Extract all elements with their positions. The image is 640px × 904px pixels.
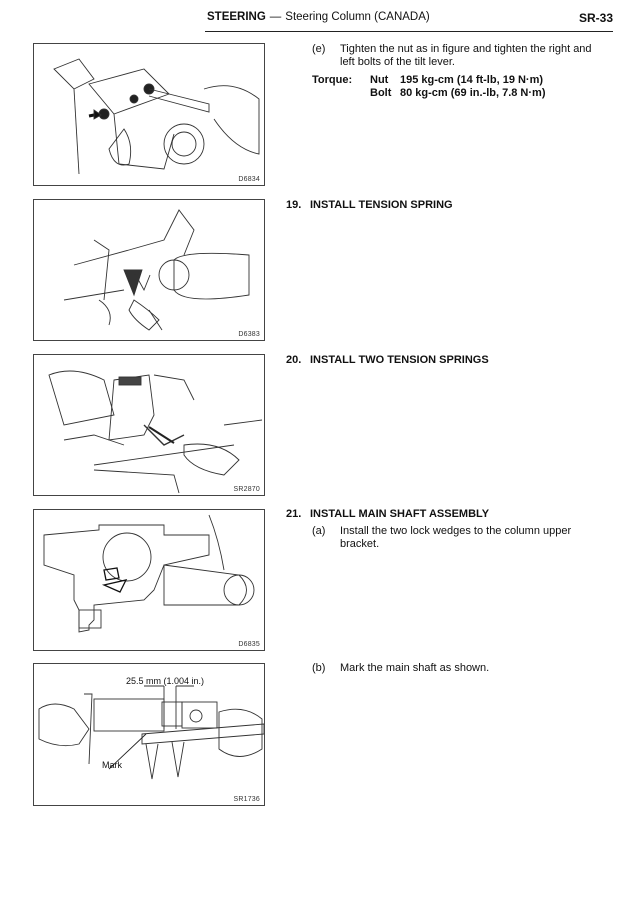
step-number: 20. (286, 354, 302, 366)
figure-tension-spring: D6383 (33, 199, 265, 341)
step-number: 19. (286, 199, 302, 211)
section-title: STEERING (207, 11, 266, 23)
figure-code: SR1736 (233, 796, 260, 803)
step-20: 20. INSTALL TWO TENSION SPRINGS (286, 353, 489, 367)
torque-part: Nut (370, 74, 389, 86)
dimension-label: 25.5 mm (1.004 in.) (126, 676, 205, 686)
figure-code: D6383 (238, 331, 260, 338)
step-title: INSTALL TENSION SPRING (310, 199, 453, 211)
figure-main-shaft-mark: 25.5 mm (1.004 in.) Mark SR1736 (33, 663, 265, 806)
step-letter: (a) (312, 525, 326, 537)
tilt-lever-nut-wrench-icon (53, 58, 260, 175)
step-21b: (b) Mark the main shaft as shown. (312, 662, 612, 678)
step-21a-line2: bracket. (340, 538, 380, 550)
step-e-line2: left bolts of the tilt lever. (340, 56, 455, 68)
figure-two-tension-springs: SR2870 (33, 354, 265, 496)
subsection-title: Steering Column (CANADA) (285, 11, 430, 23)
torque-value: 195 kg-cm (14 ft-lb, 19 N·m) (400, 74, 544, 86)
lock-wedges-column-bracket-icon (43, 514, 255, 633)
header-separator: — (269, 11, 282, 23)
torque-value: 80 kg-cm (69 in.-lb, 7.8 N·m) (400, 87, 546, 99)
torque-row-nut: Nut 195 kg-cm (14 ft-lb, 19 N·m) (370, 74, 543, 87)
step-e: (e) Tighten the nut as in figure and tig… (312, 43, 612, 73)
torque-row-bolt: Bolt 80 kg-cm (69 in.-lb, 7.8 N·m) (370, 87, 545, 100)
mark-label: Mark (102, 760, 122, 770)
step-title: INSTALL TWO TENSION SPRINGS (310, 354, 489, 366)
page-header: STEERING—Steering Column (CANADA) SR-33 (205, 11, 613, 32)
torque-part: Bolt (370, 87, 392, 99)
figure-code: D6835 (238, 641, 260, 648)
torque-label: Torque: (312, 74, 353, 86)
step-21a: (a) Install the two lock wedges to the c… (312, 525, 612, 555)
tension-spring-install-icon (63, 209, 250, 331)
step-title: INSTALL MAIN SHAFT ASSEMBLY (310, 508, 490, 520)
step-21a-line1: Install the two lock wedges to the colum… (340, 525, 572, 537)
step-21b-line1: Mark the main shaft as shown. (340, 662, 490, 674)
step-letter: (b) (312, 662, 326, 674)
page-number: SR-33 (578, 11, 613, 25)
main-shaft-caliper-mark-icon (38, 685, 264, 780)
figure-code: SR2870 (233, 486, 260, 493)
two-tension-springs-install-icon (48, 370, 263, 494)
step-19: 19. INSTALL TENSION SPRING (286, 198, 453, 212)
step-letter: (e) (312, 43, 326, 55)
step-e-line1: Tighten the nut as in figure and tighten… (340, 43, 592, 55)
step-number: 21. (286, 508, 302, 520)
figure-tilt-lever: D6834 (33, 43, 265, 186)
figure-lock-wedges: D6835 (33, 509, 265, 651)
figure-code: D6834 (238, 176, 260, 183)
step-21: 21. INSTALL MAIN SHAFT ASSEMBLY (286, 507, 489, 521)
